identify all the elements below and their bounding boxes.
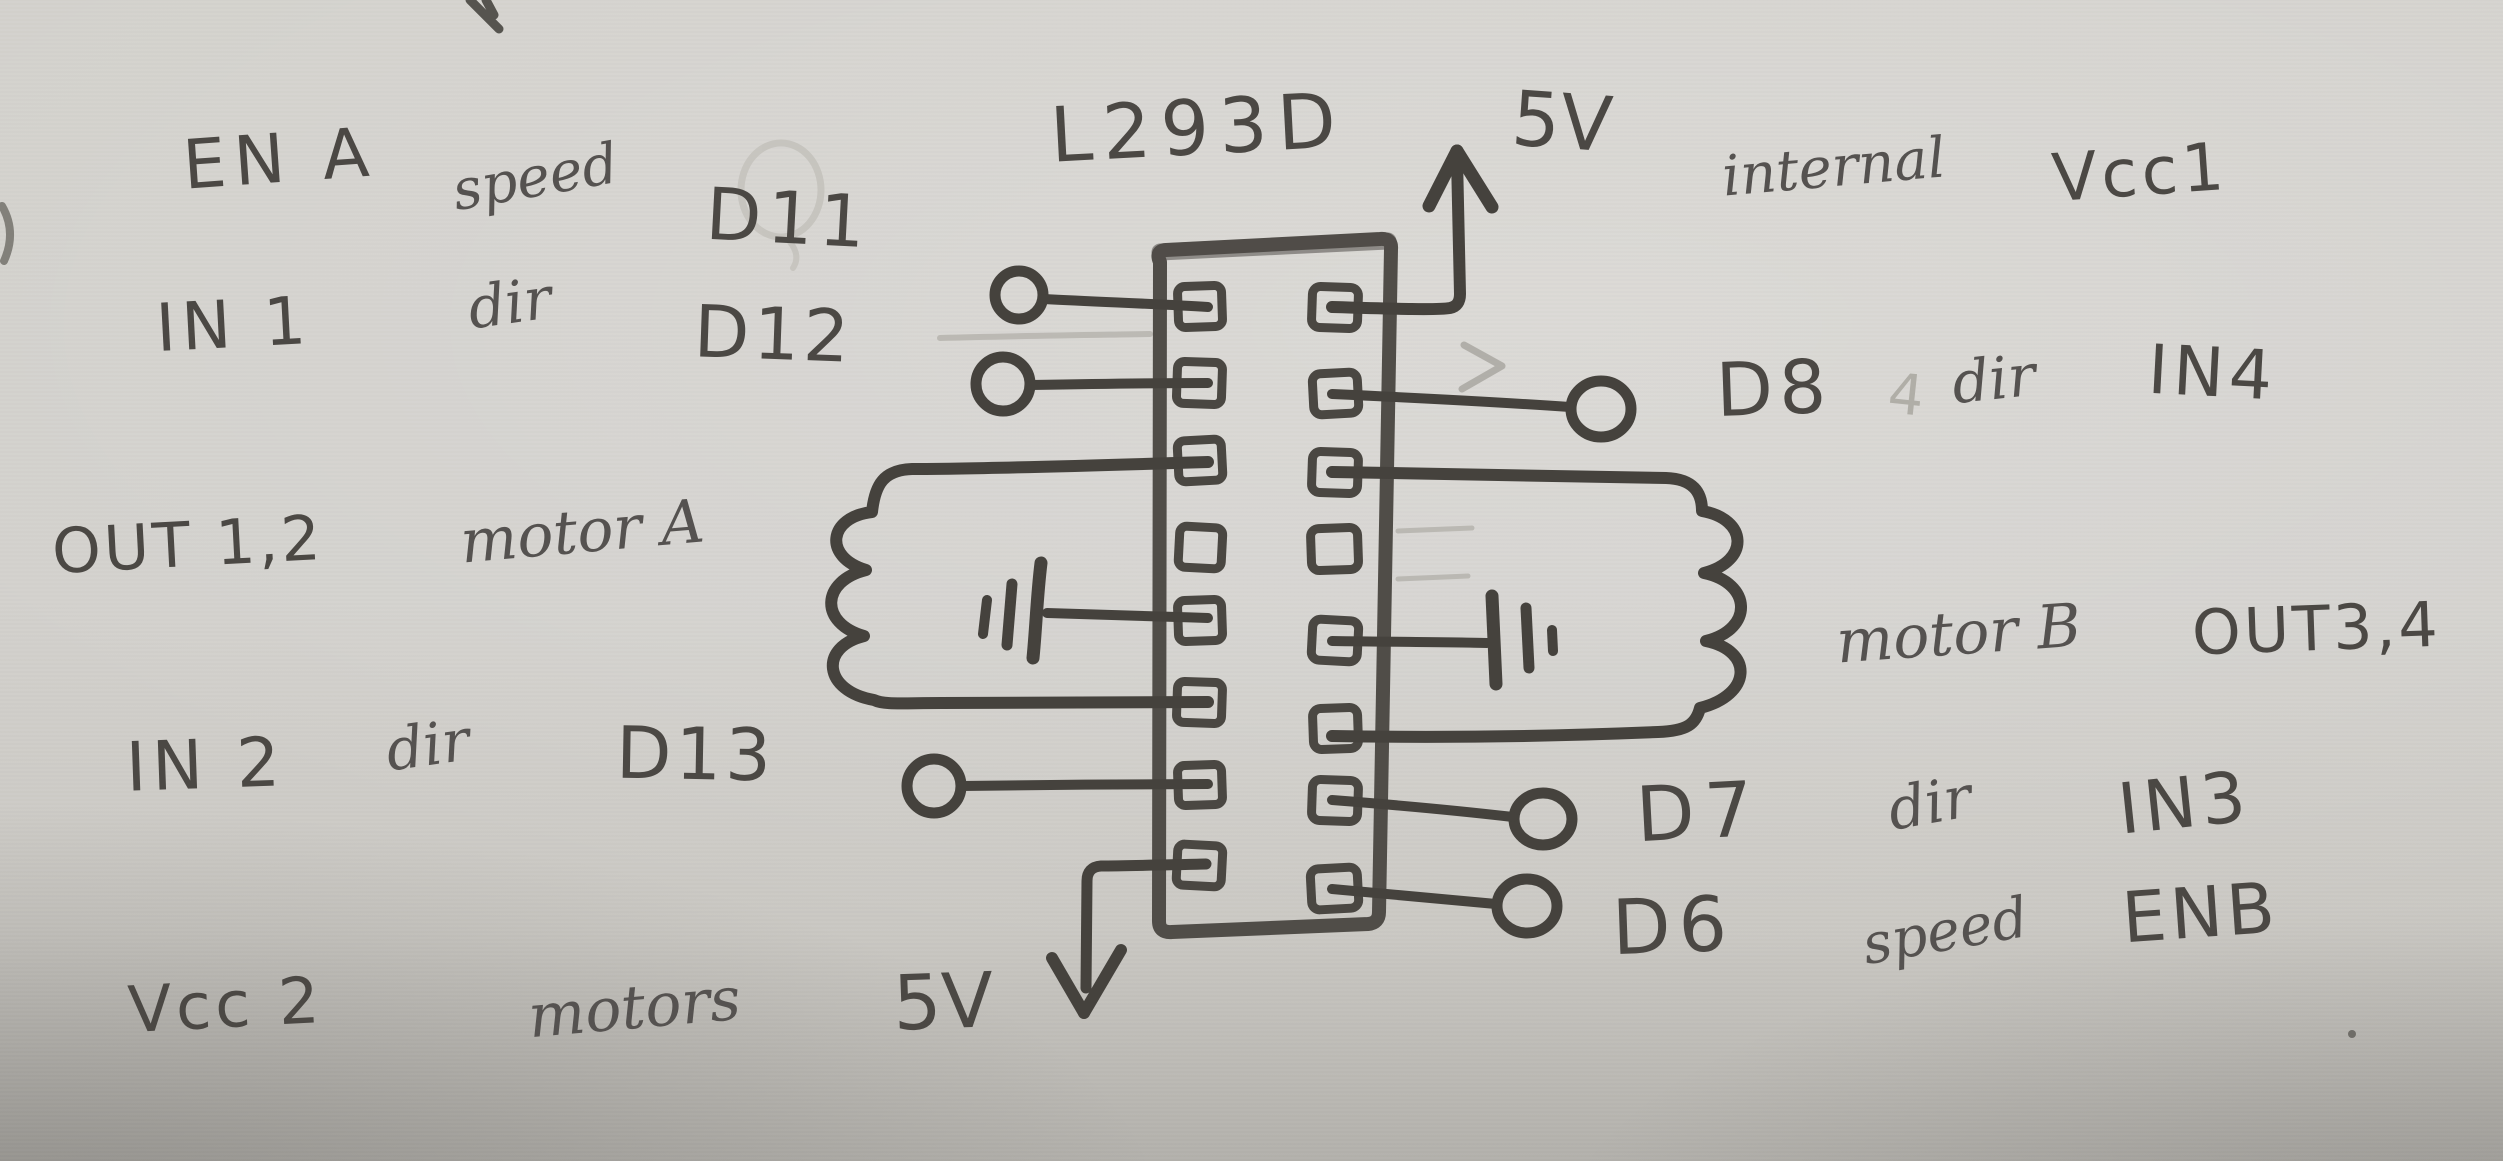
- vcc2-5v-down-arrow: [1046, 858, 1212, 1019]
- label-faint-4: 4: [1884, 361, 1927, 430]
- label-5v-bottom: 5V: [891, 955, 995, 1048]
- erased-marks: [737, 139, 1506, 582]
- label-d8: D8: [1714, 344, 1834, 434]
- label-dir4: dir: [1948, 340, 2039, 418]
- label-motor-b: motor B: [1833, 590, 2084, 678]
- label-d7: D7: [1633, 763, 1766, 860]
- terminal-d12: [970, 351, 1213, 417]
- label-in2: IN 2: [124, 723, 288, 808]
- ic-pins-left: [1171, 280, 1228, 892]
- label-d13: D13: [615, 710, 776, 798]
- label-dir3: dir: [1882, 762, 1977, 844]
- label-enb: ENB: [2119, 866, 2282, 960]
- label-out12: OUT 1,2: [50, 500, 326, 589]
- motor-a-coil: [825, 456, 1214, 710]
- terminal-d7: [1327, 787, 1578, 851]
- ground-symbol-right: [1327, 589, 1558, 691]
- terminal-d6: [1327, 873, 1563, 939]
- label-dir1: dir: [463, 263, 556, 343]
- terminal-d13: [901, 753, 1213, 819]
- ic-body: [1151, 231, 1399, 940]
- label-in1: IN 1: [154, 281, 314, 368]
- label-d6: D6: [1610, 878, 1737, 973]
- pencil-dot: [2348, 1030, 2356, 1038]
- label-vcc2: Vcc 2: [126, 963, 326, 1049]
- label-motors: motors: [525, 963, 744, 1053]
- label-d11: D11: [703, 171, 874, 265]
- terminal-d8: [1327, 375, 1637, 443]
- vcc1-5v-up-arrow: [1326, 144, 1499, 316]
- label-chip-title: L293D: [1047, 75, 1349, 180]
- terminal-d11: [989, 265, 1213, 325]
- ic-pins-right: [1305, 281, 1364, 915]
- motor-b-coil: [1326, 466, 1747, 743]
- paper-edge-marks: [0, 0, 504, 265]
- label-5v-top: 5V: [1509, 73, 1616, 170]
- label-in4: IN4: [2146, 330, 2280, 417]
- label-dir2: dir: [381, 705, 474, 785]
- label-d12: D12: [692, 289, 855, 379]
- label-vcc1: Vcc1: [2049, 127, 2231, 218]
- label-in3: IN3: [2114, 755, 2255, 851]
- label-out34: OUT3,4: [2190, 587, 2442, 670]
- ground-symbol-left: [978, 556, 1213, 665]
- label-ena: EN A: [180, 113, 380, 206]
